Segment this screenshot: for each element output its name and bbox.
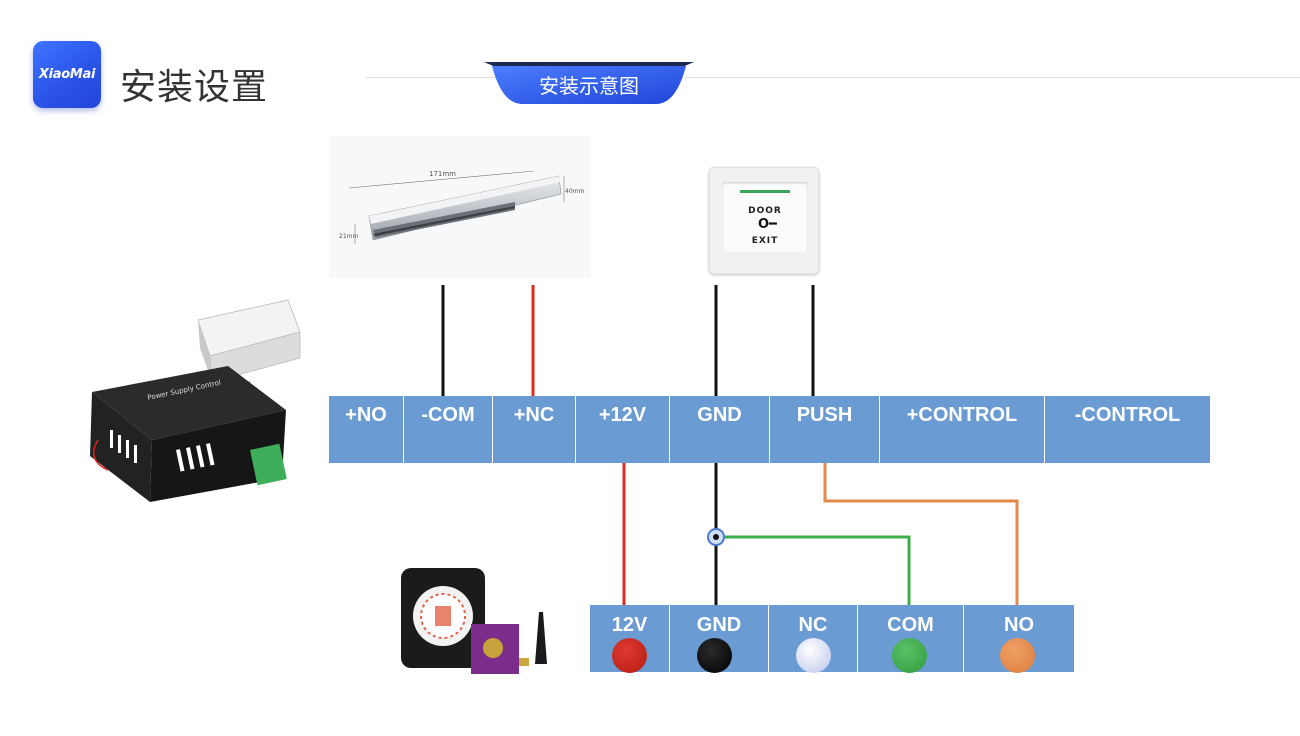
- terminal-divider: [857, 605, 858, 672]
- com-indicator-dot: [892, 638, 927, 673]
- terminal-com: COM: [887, 614, 934, 636]
- terminal-no: +NO: [345, 404, 387, 426]
- terminal-gnd: GND: [697, 404, 742, 426]
- controller-terminal-strip: 12V GND NC COM NO: [590, 605, 1074, 673]
- power-supply-image: Power Supply Control: [78, 290, 318, 520]
- terminal-divider: [1044, 396, 1045, 463]
- dim-length-label: 171mm: [429, 170, 456, 178]
- terminal-divider: [575, 396, 576, 463]
- terminal-divider: [769, 396, 770, 463]
- door-exit-button-image: DOOR O━ EXIT: [709, 167, 819, 274]
- magnetic-lock-image: 171mm 40mm 21mm: [329, 136, 591, 278]
- terminal-divider: [403, 396, 404, 463]
- terminal-no: NO: [1004, 614, 1034, 636]
- exit-indicator-strip: [740, 190, 790, 193]
- header-divider: [366, 77, 1300, 78]
- gnd-to-com-wire: [716, 535, 911, 605]
- terminal-divider: [669, 396, 670, 463]
- key-icon: O━: [758, 217, 777, 232]
- terminal-divider: [879, 396, 880, 463]
- terminal-divider: [492, 396, 493, 463]
- page-title: 安装设置: [120, 67, 269, 108]
- xiaomai-logo: XiaoMai: [33, 41, 101, 108]
- terminal-12v: +12V: [598, 404, 647, 426]
- terminal-divider: [963, 605, 964, 672]
- terminal-12v: 12V: [611, 614, 648, 636]
- wire-junction-center: [713, 534, 719, 540]
- dim-depth-label: 21mm: [339, 233, 358, 240]
- terminal-com: -COM: [421, 404, 475, 426]
- exit-button-face: DOOR O━ EXIT: [722, 182, 808, 252]
- nc-indicator-dot: [796, 638, 831, 673]
- exit-door-text: DOOR: [748, 206, 782, 216]
- terminal-minus-control: -CONTROL: [1074, 404, 1181, 426]
- 12v-indicator-dot: [612, 638, 647, 673]
- terminal-plus-control: +CONTROL: [906, 404, 1018, 426]
- no-indicator-dot: [1000, 638, 1035, 673]
- terminal-nc: NC: [798, 614, 828, 636]
- terminal-divider: [768, 605, 769, 672]
- controller-image: [395, 560, 560, 680]
- terminal-gnd: GND: [696, 614, 742, 636]
- section-badge: 安装示意图: [484, 60, 694, 106]
- terminal-nc: +NC: [513, 404, 555, 426]
- gnd-indicator-dot: [697, 638, 732, 673]
- exit-exit-text: EXIT: [751, 236, 779, 246]
- psu-terminal-strip: +NO -COM +NC +12V GND PUSH +CONTROL -CON…: [329, 396, 1210, 463]
- terminal-push: PUSH: [796, 404, 853, 426]
- terminal-divider: [669, 605, 670, 672]
- section-badge-label: 安装示意图: [539, 74, 639, 98]
- dim-height-label: 40mm: [565, 188, 584, 195]
- logo-text: XiaoMai: [38, 67, 96, 82]
- push-to-no-wire: [823, 463, 1019, 605]
